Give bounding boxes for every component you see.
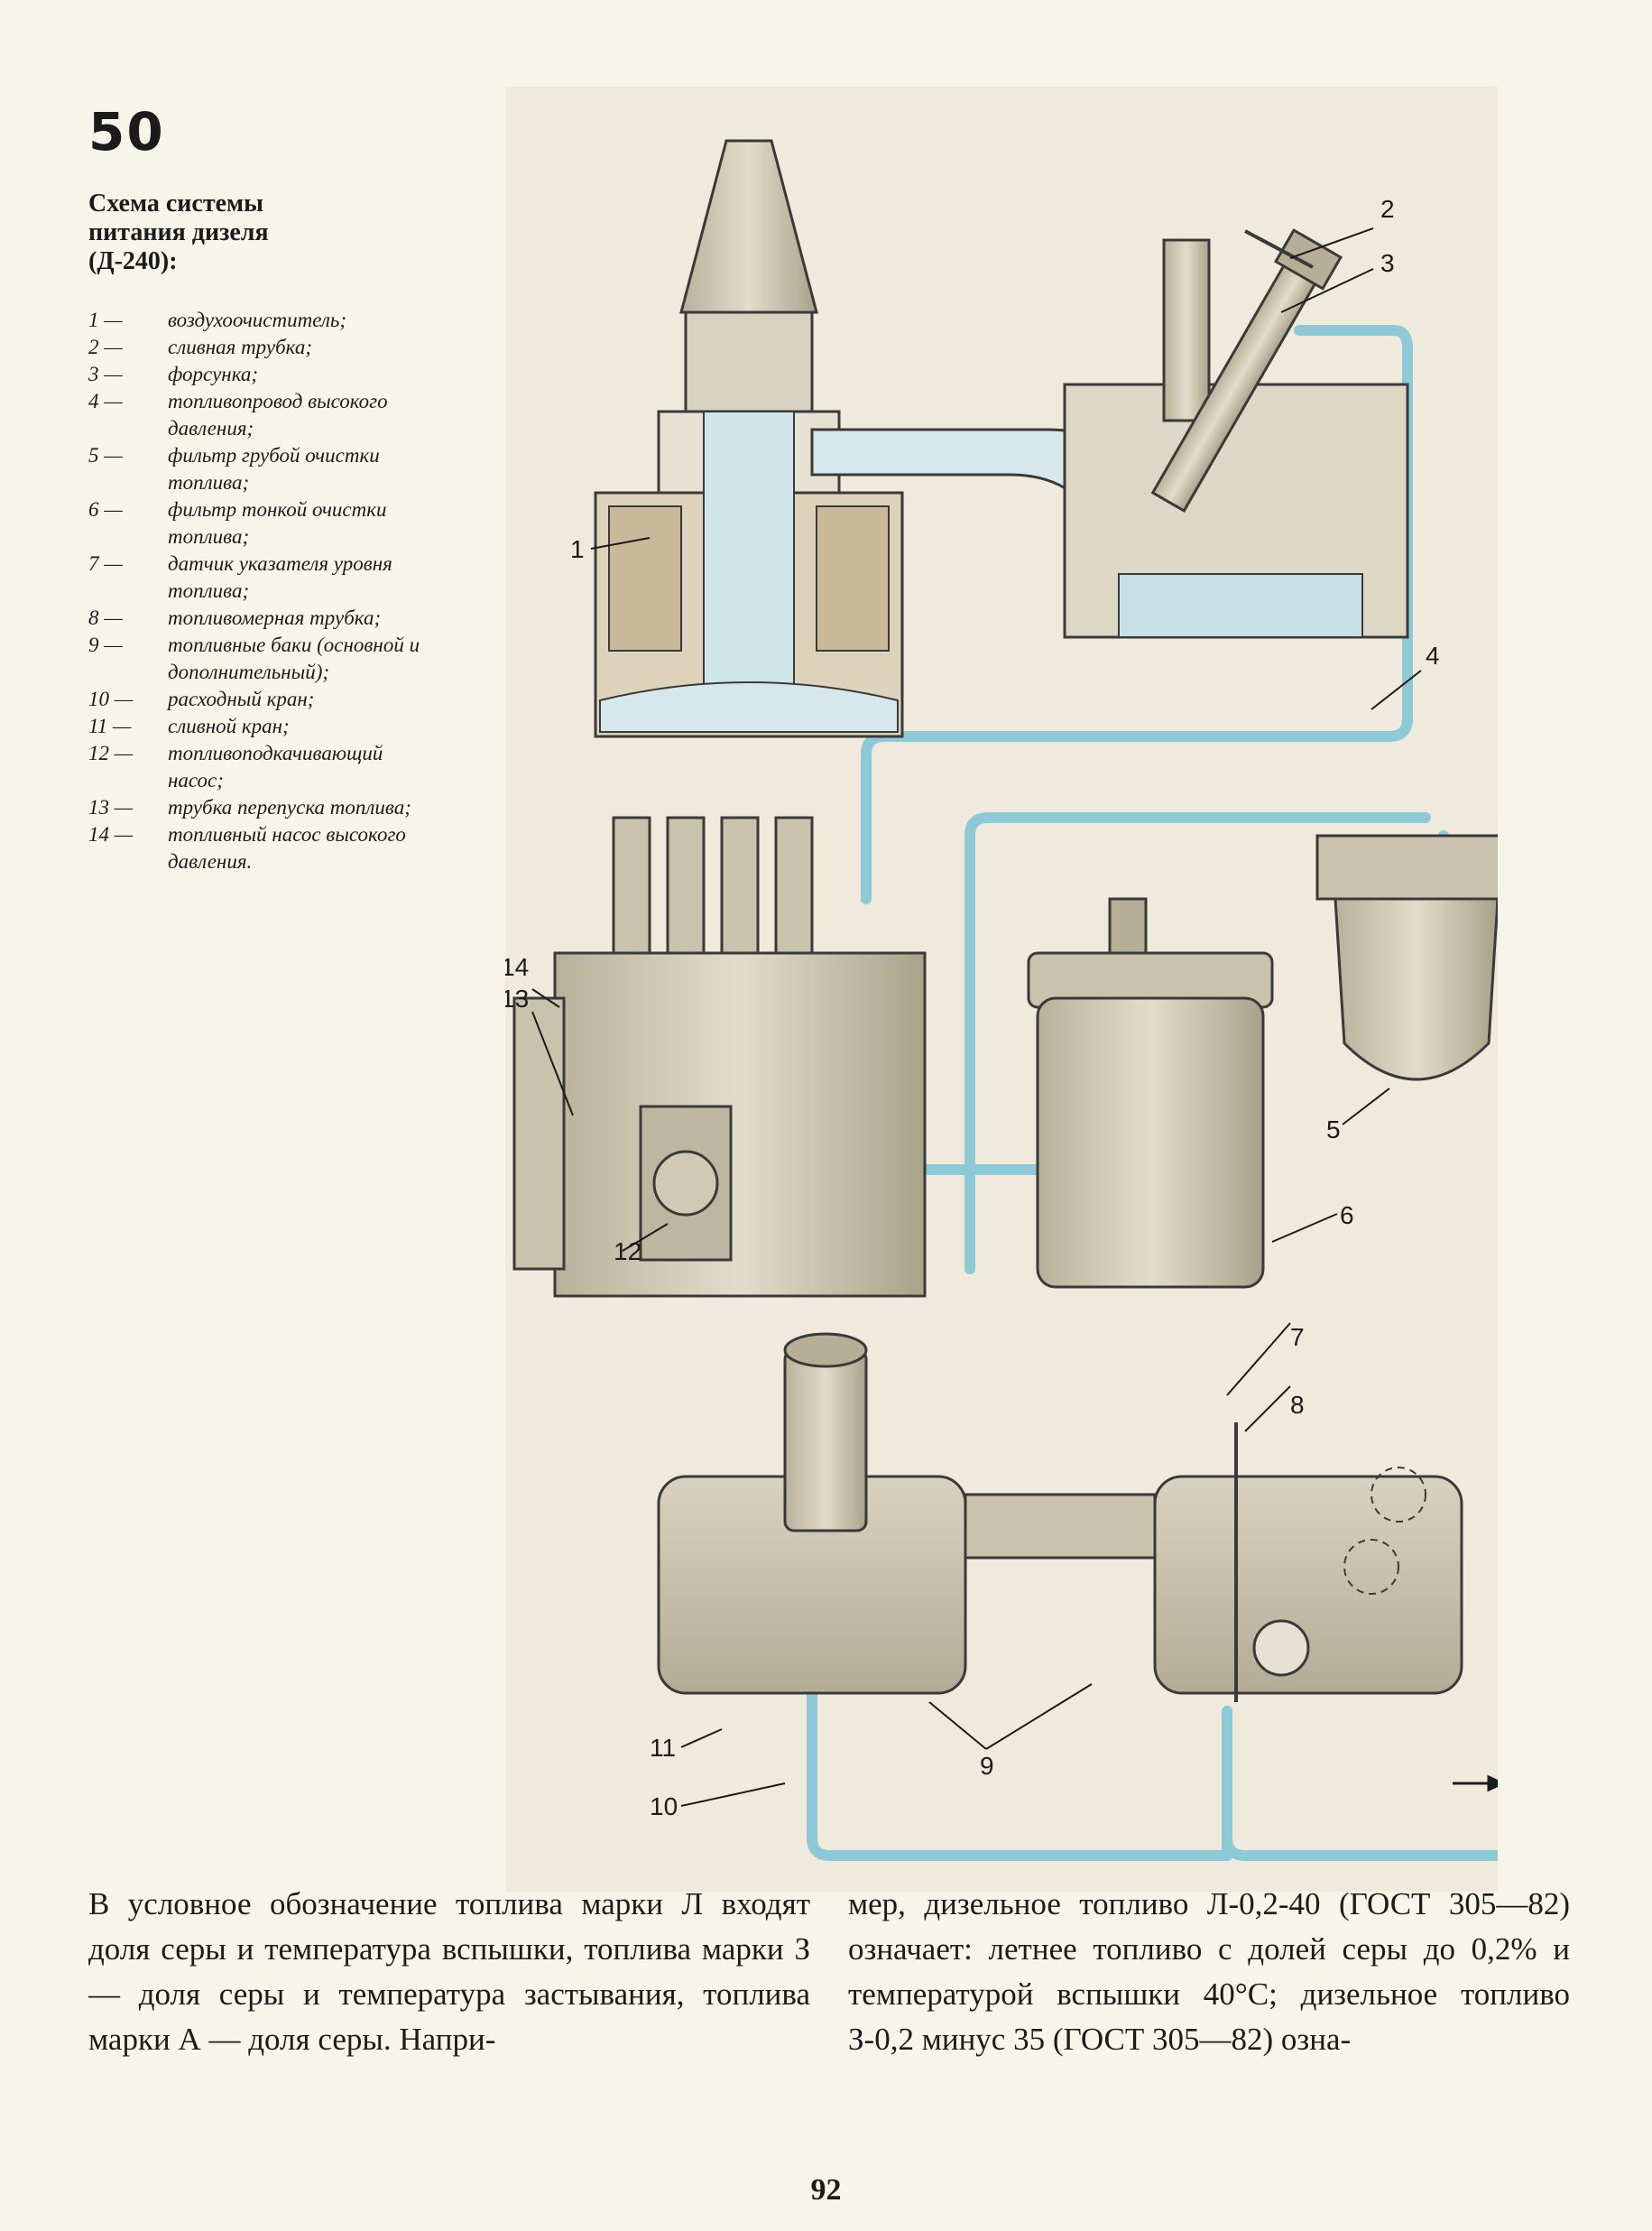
legend-num: 7 — [88, 552, 123, 575]
tank-to-filter-line [807, 1679, 1232, 1861]
legend-item: 5 — фильтр грубой очистки топлива; [88, 442, 440, 496]
legend-item: 6 — фильтр тонкой очистки топлива; [88, 496, 440, 551]
legend-num: 9 — [88, 634, 123, 656]
legend-text: топливопровод высокого давления; [168, 390, 388, 440]
callout-13: 13 [505, 985, 529, 1013]
legend-text: топливомерная трубка; [168, 606, 382, 629]
priming-pump [639, 1105, 733, 1262]
figure-number: 50 [88, 101, 165, 162]
legend-text: сливной кран; [168, 715, 290, 737]
injection-pump [512, 816, 927, 1298]
callout-5: 5 [1326, 1116, 1341, 1143]
legend-num: 1 — [88, 309, 123, 331]
air-cleaner [594, 139, 904, 738]
callout-1: 1 [570, 535, 585, 563]
legend-text: фильтр тонкой очистки топлива; [168, 498, 387, 548]
cylinder-head [1063, 238, 1409, 639]
legend-num: 12 — [88, 742, 134, 764]
legend-text: топливный насос высокого давления. [168, 823, 406, 873]
filter-transfer-line [964, 812, 1431, 1274]
flow-arrows [1453, 1774, 1498, 1792]
legend-text: воздухоочиститель; [168, 309, 347, 331]
legend-text: фильтр грубой очистки топлива; [168, 444, 380, 494]
legend-num: 4 — [88, 390, 123, 412]
body-paragraph-left: В условное обозначение топлива марки Л в… [88, 1886, 810, 2057]
callout-2: 2 [1380, 195, 1395, 223]
legend-num: 14 — [88, 823, 134, 846]
legend-num: 5 — [88, 444, 123, 467]
legend-num: 11 — [88, 715, 132, 737]
callout-9: 9 [980, 1752, 994, 1780]
callout-4: 4 [1426, 642, 1440, 670]
fuel-system-diagram: 1 2 3 4 5 6 7 8 9 10 11 12 13 14 [505, 139, 1498, 1861]
legend-num: 10 — [88, 688, 134, 710]
legend-item: 10 — расходный кран; [88, 686, 440, 713]
legend-text: сливная трубка; [168, 336, 313, 358]
callout-12: 12 [614, 1237, 641, 1265]
legend-item: 11 — сливной кран; [88, 713, 440, 740]
diagram-panel: 1 2 3 4 5 6 7 8 9 10 11 12 13 14 [505, 87, 1498, 1892]
legend-item: 2 — сливная трубка; [88, 334, 440, 361]
legend-item: 9 — топливные баки (основной и дополнител… [88, 632, 440, 686]
callout-7: 7 [1290, 1323, 1305, 1351]
callout-3: 3 [1380, 249, 1395, 277]
legend-num: 2 — [88, 336, 123, 358]
legend-text: трубка перепуска топлива; [168, 796, 411, 819]
page-number: 92 [810, 2173, 842, 2207]
drain-tube [1244, 229, 1314, 269]
legend-text: топливные баки (основной и дополнительны… [168, 634, 420, 683]
legend-text: топливоподкачивающий насос; [168, 742, 383, 791]
legend-item: 3 — форсунка; [88, 361, 440, 388]
legend-item: 1 — воздухоочиститель; [88, 307, 440, 334]
legend-item: 13 — трубка перепуска топлива; [88, 794, 440, 821]
callout-14: 14 [505, 953, 529, 981]
legend-num: 8 — [88, 606, 123, 629]
legend-item: 12 — топливоподкачивающий насос; [88, 740, 440, 794]
figure-caption: Схема системы питания дизеля (Д-240): [88, 190, 269, 275]
legend-num: 13 — [88, 796, 134, 819]
body-paragraph-right: мер, дизельное топливо Л-0,2-40 (ГОСТ 30… [848, 1886, 1570, 2057]
high-pressure-line [861, 325, 1413, 904]
callout-11: 11 [650, 1734, 676, 1762]
callout-10: 10 [650, 1792, 678, 1820]
callout-8: 8 [1290, 1391, 1305, 1419]
legend-item: 7 — датчик указателя уровня топлива; [88, 551, 440, 605]
fine-fuel-filter [1027, 897, 1274, 1289]
figure-legend: 1 — воздухоочиститель; 2 — сливная трубка;… [88, 307, 440, 875]
legend-text: расходный кран; [168, 688, 315, 710]
coarse-fuel-filter [1315, 834, 1498, 1081]
injector [1150, 228, 1343, 513]
legend-item: 8 — топливомерная трубка; [88, 605, 440, 632]
legend-text: датчик указателя уровня топлива; [168, 552, 392, 602]
legend-num: 3 — [88, 363, 123, 385]
fuel-tanks [657, 1332, 1463, 1702]
leader-lines [531, 227, 1422, 1807]
legend-item: 4 — топливопровод высокого давления; [88, 388, 440, 442]
legend-num: 6 — [88, 498, 123, 521]
callouts: 1 2 3 4 5 6 7 8 9 10 11 12 13 14 [505, 195, 1440, 1820]
legend-item: 14 — топливный насос высокого давления. [88, 821, 440, 875]
legend-text: форсунка; [168, 363, 259, 385]
callout-6: 6 [1340, 1201, 1354, 1229]
